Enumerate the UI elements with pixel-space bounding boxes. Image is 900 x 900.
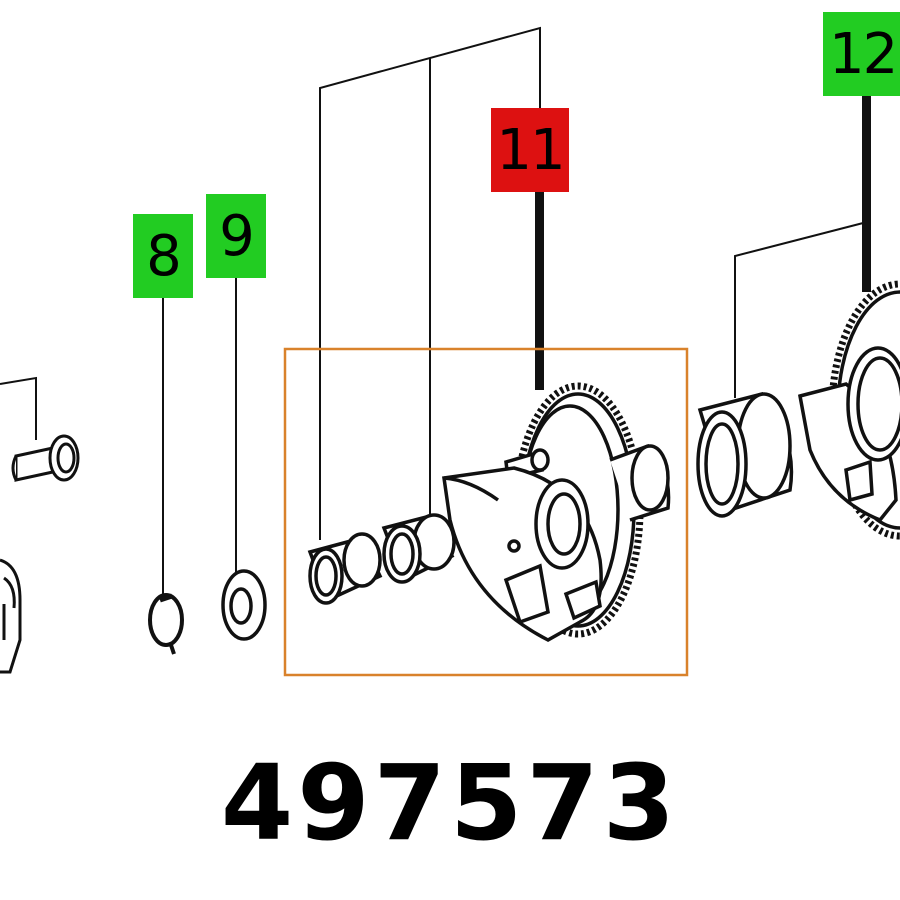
partial-left-part <box>0 558 22 674</box>
gear-wheel <box>442 382 671 642</box>
stem-part-11 <box>535 190 544 390</box>
selection-frame <box>283 347 689 677</box>
retaining-clip <box>148 593 184 655</box>
part-number: 497573 <box>220 742 680 864</box>
callout-part-11[interactable]: 11 <box>491 108 569 192</box>
callout-label: 8 <box>146 223 182 289</box>
callout-part-9[interactable]: 9 <box>206 194 266 278</box>
leader-part-12 <box>734 221 868 398</box>
bearing-sleeve-large <box>381 513 456 584</box>
bolt <box>11 434 80 482</box>
washer <box>221 569 267 641</box>
gear-wheel-part-12 <box>797 280 900 540</box>
callout-label: 9 <box>219 203 255 269</box>
callout-label: 11 <box>496 117 565 183</box>
leader-left-edge <box>0 376 37 440</box>
stem-part-12 <box>862 92 871 292</box>
bearing-part-12 <box>696 392 794 518</box>
bearing-sleeve-small <box>307 532 383 605</box>
callout-part-8[interactable]: 8 <box>133 214 193 298</box>
callout-part-12[interactable]: 12 <box>823 12 900 96</box>
callout-label: 12 <box>829 21 898 87</box>
leader-lines <box>0 26 868 598</box>
